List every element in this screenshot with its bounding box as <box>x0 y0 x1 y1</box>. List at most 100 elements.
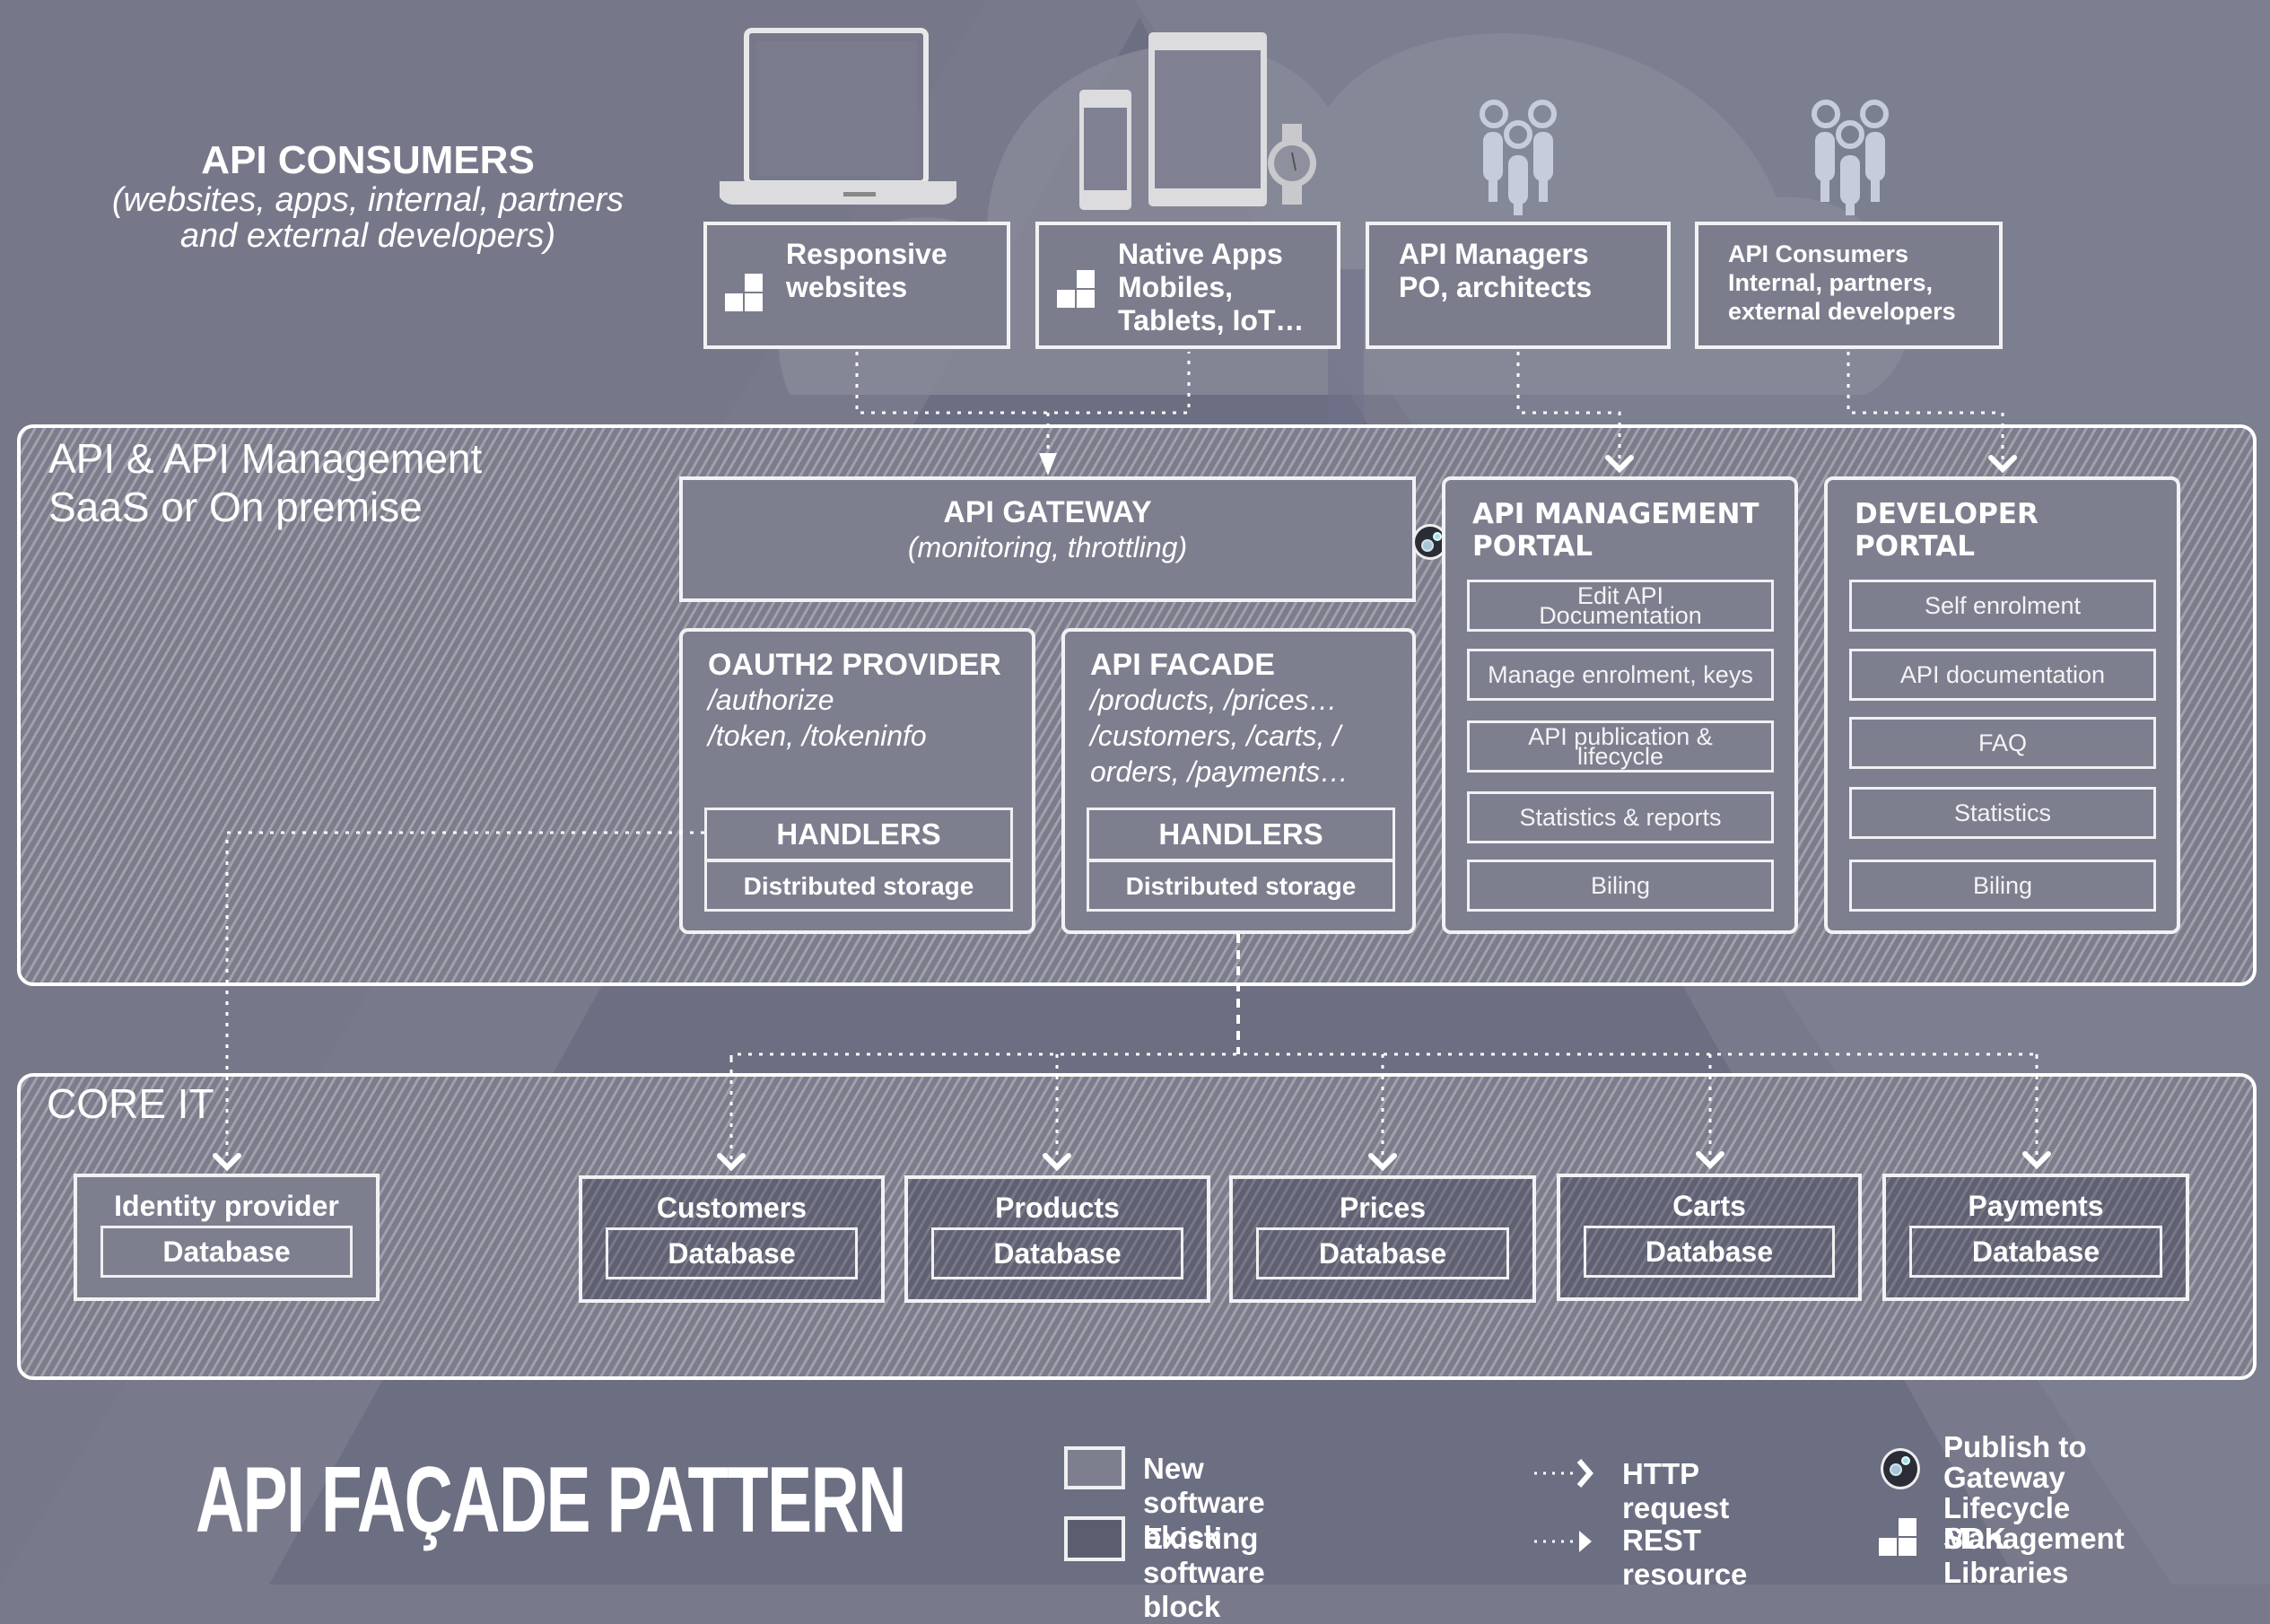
legend-new-block-label: New software block <box>1143 1452 1265 1553</box>
api-management-title-line2: SaaS or On premise <box>48 484 423 530</box>
api-gateway: API GATEWAY (monitoring, throttling) <box>679 476 1416 602</box>
database-label: Database <box>931 1227 1183 1279</box>
http-chevron-icon <box>1605 455 1634 474</box>
oauth2-title: OAUTH2 PROVIDER <box>708 648 1001 682</box>
http-chevron-icon <box>213 1153 241 1172</box>
handlers-label: HANDLERS <box>707 810 1010 862</box>
core-it-title: CORE IT <box>47 1080 214 1127</box>
consumer-box-responsive-websites: Responsive websites <box>703 222 1010 349</box>
legend-http-label: HTTP request <box>1622 1457 1730 1524</box>
api-facade-endpoint: /customers, /carts, / <box>1090 720 1341 752</box>
oauth2-endpoint: /authorize <box>708 684 834 716</box>
dev-title-line1: DEVELOPER <box>1855 498 2039 530</box>
consumer-box-line: Tablets, IoT… <box>1118 304 1305 336</box>
core-system-carts: Carts Database <box>1557 1174 1862 1301</box>
http-chevron-icon <box>1368 1153 1397 1172</box>
database-label: Database <box>606 1227 858 1279</box>
api-management-title: API & API Management SaaS or On premise <box>48 434 482 531</box>
consumer-box-line: PO, architects <box>1399 271 1593 303</box>
core-system-name: Identity provider <box>114 1190 339 1222</box>
dev-portal-item: Statistics <box>1849 787 2156 839</box>
database-label: Database <box>1584 1226 1835 1278</box>
api-facade-endpoint: orders, /payments… <box>1090 755 1349 788</box>
dev-portal-item: API documentation <box>1849 649 2156 701</box>
sdk-libraries-icon <box>1879 1518 1918 1558</box>
http-chevron-icon <box>2022 1151 2051 1170</box>
core-system-prices: Prices Database <box>1229 1175 1536 1303</box>
legend-rest-label: REST resource <box>1622 1524 1748 1591</box>
database-label: Database <box>1256 1227 1509 1279</box>
api-facade-handlers: HANDLERS Distributed storage <box>1087 808 1395 912</box>
legend-sdk-label: SDK Libraries <box>1943 1522 2069 1589</box>
http-request-line <box>1516 352 1621 467</box>
core-system-name: Products <box>995 1192 1120 1224</box>
rest-resource-line <box>225 831 704 1162</box>
consumer-box-line: websites <box>786 271 908 303</box>
rest-resource-icon <box>1534 1531 1592 1552</box>
consumer-box-line: Responsive <box>786 238 947 270</box>
legend-publish-line2: Lifecycle Management <box>1943 1491 2125 1555</box>
dev-portal-item: Self enrolment <box>1849 580 2156 632</box>
legend-existing-block-label: Existing software block <box>1143 1522 1265 1623</box>
core-system-customers: Customers Database <box>579 1175 885 1303</box>
api-consumers-people-icon <box>1812 100 1889 215</box>
connection-lines <box>213 352 2051 1172</box>
distributed-storage-label: Distributed storage <box>743 872 974 900</box>
apim-portal-item: Biling <box>1467 860 1774 912</box>
sdk-libraries-icon <box>1057 270 1096 310</box>
core-system-name: Prices <box>1339 1192 1427 1224</box>
api-managers-people-icon <box>1480 100 1557 215</box>
core-system-identity-provider: Identity provider Database <box>74 1174 380 1301</box>
api-gateway-subtitle: (monitoring, throttling) <box>907 531 1188 563</box>
distributed-storage-label: Distributed storage <box>1125 872 1357 900</box>
rest-arrow-icon <box>1039 453 1057 476</box>
consumers-subtitle-line1: (websites, apps, internal, partners <box>111 181 624 219</box>
consumer-box-line: Mobiles, <box>1118 271 1234 303</box>
publish-gateway-gear-icon <box>1881 1448 1920 1489</box>
http-chevron-icon <box>717 1153 746 1172</box>
apim-portal-item: API publication & lifecycle <box>1467 720 1774 773</box>
legend-new-block-swatch <box>1064 1446 1125 1489</box>
consumer-box-api-managers: API Managers PO, architects <box>1366 222 1671 349</box>
dev-portal-item: FAQ <box>1849 717 2156 769</box>
apim-portal-item: Manage enrolment, keys <box>1467 649 1774 701</box>
api-management-portal-title: API MANAGEMENT PORTAL <box>1472 498 1759 563</box>
apim-title-line1: API MANAGEMENT <box>1472 498 1759 530</box>
database-label: Database <box>1909 1226 2162 1278</box>
core-system-name: Payments <box>1968 1190 2104 1222</box>
apim-portal-item: Statistics & reports <box>1467 791 1774 843</box>
legend-publish-label: Publish to Gateway Lifecycle Management <box>1943 1432 2125 1554</box>
oauth2-handlers: HANDLERS Distributed storage <box>704 808 1013 912</box>
http-chevron-icon <box>1988 455 2017 474</box>
core-system-products: Products Database <box>904 1175 1210 1303</box>
consumers-heading: API CONSUMERS (websites, apps, internal,… <box>81 138 655 255</box>
diagram-title: API FAÇADE PATTERN <box>196 1448 906 1552</box>
consumer-box-api-consumers: API Consumers Internal, partners, extern… <box>1695 222 2003 349</box>
developer-portal-title: DEVELOPER PORTAL <box>1855 498 2039 563</box>
database-label: Database <box>100 1226 353 1278</box>
consumers-subtitle-line2: and external developers) <box>179 217 556 255</box>
api-gateway-title: API GATEWAY <box>943 495 1152 529</box>
legend-publish-line1: Publish to Gateway <box>1943 1430 2087 1494</box>
core-system-name: Customers <box>656 1192 808 1224</box>
http-chevron-icon <box>1696 1151 1724 1170</box>
apim-title-line2: PORTAL <box>1472 530 1593 563</box>
consumers-title: API CONSUMERS <box>201 138 535 182</box>
developer-portal: DEVELOPER PORTAL Self enrolment API docu… <box>1824 476 2180 934</box>
consumer-box-line: API Managers <box>1399 238 1589 270</box>
legend-existing-block-swatch <box>1064 1516 1125 1561</box>
consumer-box-line: Internal, partners, <box>1728 269 1934 296</box>
http-request-icon <box>1534 1459 1593 1488</box>
http-chevron-icon <box>1043 1153 1071 1172</box>
handlers-label: HANDLERS <box>1089 810 1393 862</box>
apim-portal-item: Edit API Documentation <box>1467 580 1774 632</box>
dev-title-line2: PORTAL <box>1855 530 1976 563</box>
mobile-tablet-watch-icon <box>1079 32 1316 210</box>
oauth2-endpoint: /token, /tokeninfo <box>708 720 927 752</box>
http-request-line <box>1847 352 2004 467</box>
api-facade-title: API FACADE <box>1090 648 1275 682</box>
api-facade: API FACADE /products, /prices… /customer… <box>1061 628 1416 934</box>
consumer-box-native-apps: Native Apps Mobiles, Tablets, IoT… <box>1035 222 1340 349</box>
sdk-libraries-icon <box>725 274 764 313</box>
core-system-payments: Payments Database <box>1882 1174 2189 1301</box>
